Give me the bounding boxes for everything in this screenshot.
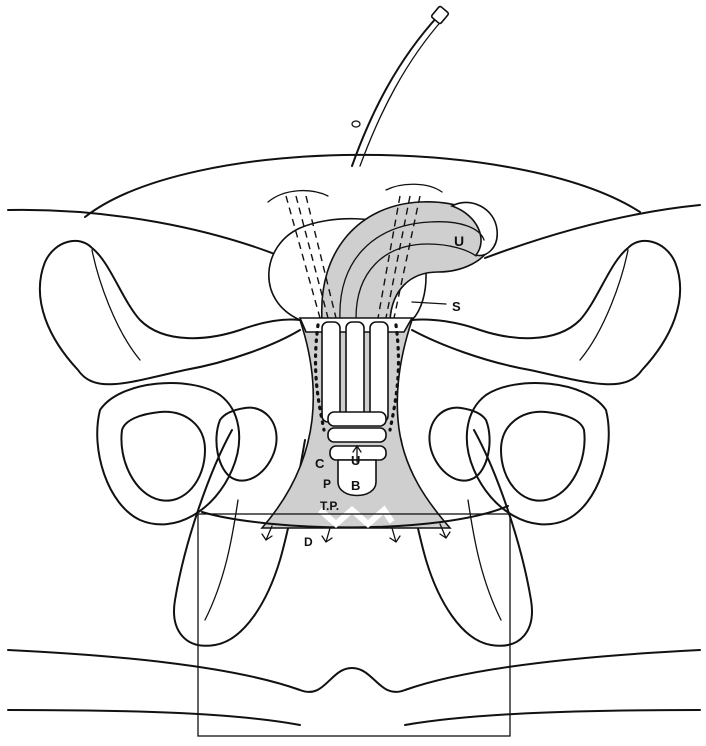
catheter-entry-mark bbox=[352, 121, 360, 127]
left-flank-line bbox=[8, 210, 285, 258]
catheter-tube-inner bbox=[360, 18, 444, 166]
right-ilium-inner-ridge bbox=[580, 250, 628, 360]
band-2 bbox=[328, 428, 386, 442]
label-d: D bbox=[304, 535, 313, 549]
label-s: S bbox=[452, 299, 461, 314]
band-1 bbox=[328, 412, 386, 426]
channel-right bbox=[370, 322, 388, 422]
label-u-mid: U bbox=[351, 453, 360, 468]
label-b: B bbox=[351, 478, 360, 493]
needle-arc-right bbox=[386, 184, 442, 192]
left-ilium-outline bbox=[40, 241, 300, 384]
label-c: C bbox=[315, 456, 325, 471]
channel-middle bbox=[346, 322, 364, 422]
inset-frame bbox=[198, 514, 510, 736]
buttocks-outline bbox=[8, 650, 700, 692]
abdomen-dome-outline bbox=[85, 155, 640, 217]
label-p: P bbox=[323, 477, 331, 491]
label-u-top: U bbox=[454, 233, 464, 249]
channel-left bbox=[322, 322, 340, 422]
left-ilium-inner-ridge bbox=[92, 250, 140, 360]
left-femoral-head bbox=[121, 412, 205, 501]
tick-3 bbox=[390, 528, 400, 542]
left-ischium-outline bbox=[174, 430, 305, 646]
right-ischium-outline bbox=[401, 430, 532, 646]
buttocks-lower-outline bbox=[8, 710, 700, 725]
label-tp: T.P. bbox=[320, 499, 339, 513]
catheter-tube bbox=[352, 16, 438, 166]
right-ramus-inner bbox=[468, 500, 501, 620]
needle-arc-left bbox=[268, 191, 328, 202]
tick-2 bbox=[322, 528, 332, 542]
right-femoral-head bbox=[501, 412, 585, 501]
